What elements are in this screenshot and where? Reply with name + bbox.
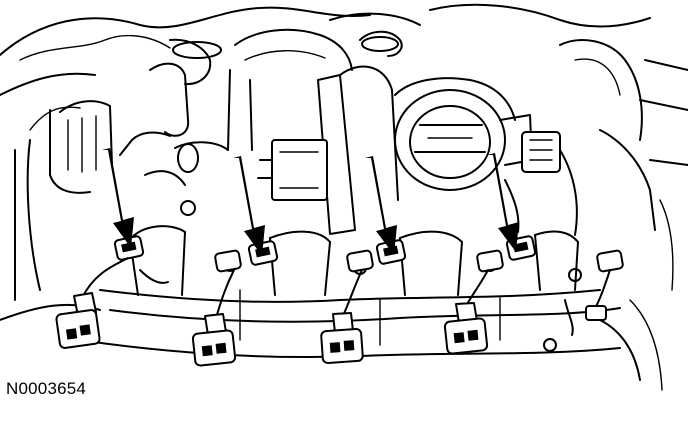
intake-manifold: [79, 225, 621, 359]
pointer-arrow-1: [102, 148, 134, 248]
coil-connector-4: [476, 235, 624, 273]
pointer-arrow-2: [233, 156, 265, 256]
harness-connector-5: [585, 305, 607, 321]
coil-connector-3: [346, 239, 407, 273]
harness-connector-4: [443, 302, 489, 355]
coil-connector-2: [214, 240, 279, 273]
valve-assembly: [144, 65, 399, 235]
pointer-arrow-3: [365, 156, 397, 255]
harness-connector-3: [320, 312, 364, 365]
throttle-body: [394, 77, 578, 236]
engine-bay-background: [0, 3, 688, 391]
harness-connector-1: [55, 292, 101, 349]
wiring-harness: [81, 257, 611, 319]
figure-reference-code: N0003654: [6, 379, 87, 398]
harness-connector-2: [191, 313, 237, 367]
pointer-arrow-4: [487, 153, 519, 252]
